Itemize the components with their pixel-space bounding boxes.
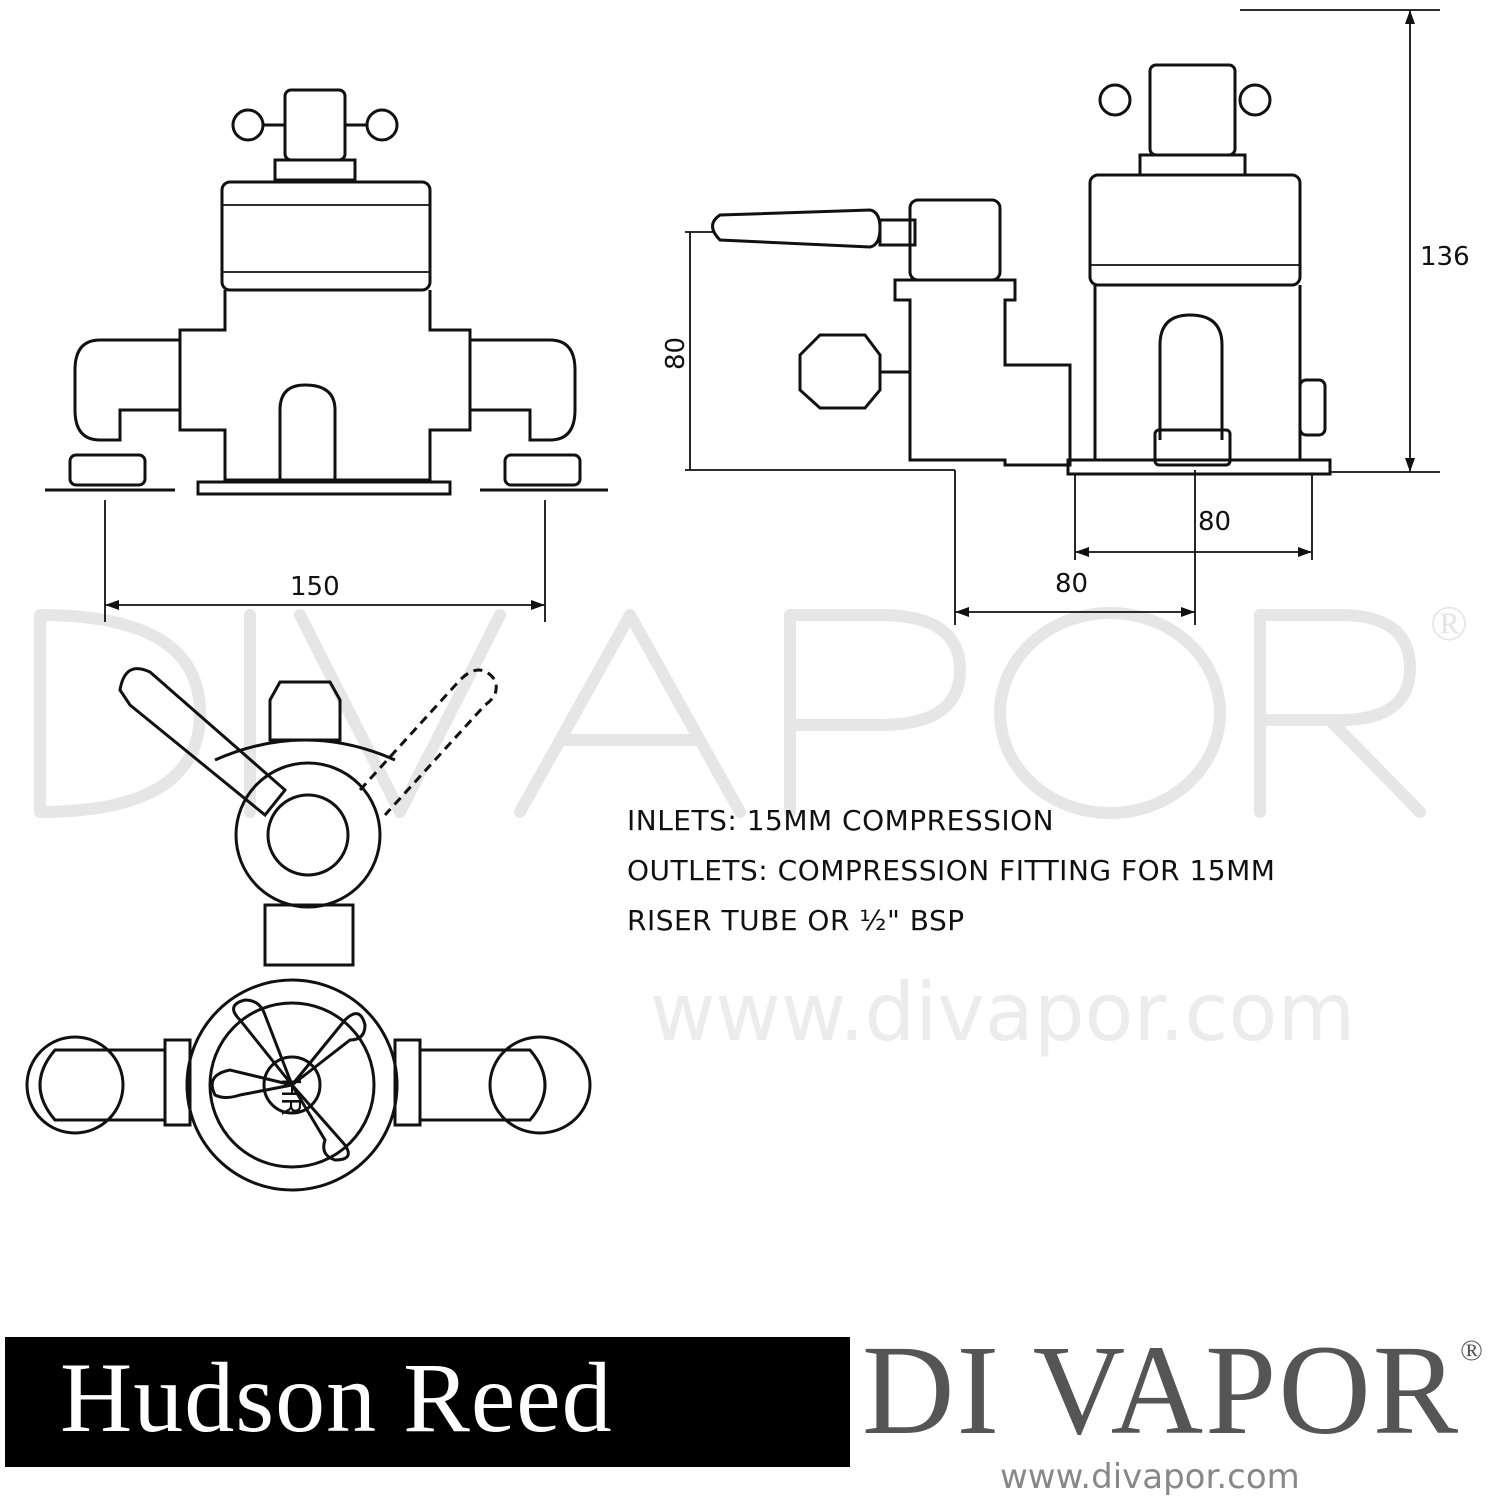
watermark-registered: ®	[1430, 595, 1468, 651]
hudson-reed-logo	[5, 1337, 850, 1467]
plan-cross-handle-spoke	[210, 1068, 293, 1099]
divapor-logo-text: DI VAPOR	[862, 1319, 1461, 1461]
plan-valve-outer-ring	[185, 978, 399, 1192]
plan-outlet-nut	[268, 680, 342, 742]
plan-view: HR	[25, 667, 592, 1192]
note-inlets: INLETS: 15MM COMPRESSION	[627, 804, 1054, 837]
front-inlet-elbow-left	[73, 338, 180, 442]
side-outlet-nut	[1153, 428, 1232, 467]
side-view: 80 136 80 80	[661, 9, 1470, 625]
front-body-upper	[220, 180, 432, 292]
plan-cross-handle-spoke	[290, 1012, 367, 1087]
plan-valve-inner-ring	[208, 1001, 376, 1169]
plan-diverter-outer-ring	[234, 761, 382, 909]
divapor-url: www.divapor.com	[1000, 1457, 1300, 1497]
divapor-registered-mark: ®	[1460, 1334, 1485, 1367]
front-inlet-nut-right	[503, 453, 582, 487]
note-riser: RISER TUBE OR ½" BSP	[627, 904, 965, 937]
plan-valve-side-left	[163, 1038, 192, 1127]
front-cap	[283, 88, 347, 162]
divapor-logo: DI VAPOR®	[862, 1326, 1485, 1454]
side-diverter-body	[893, 278, 1072, 467]
plan-cross-handle-spoke	[232, 998, 294, 1086]
side-body-upper	[1088, 173, 1302, 287]
dimension-line-front-width	[104, 500, 546, 622]
plan-cross-handle-spoke	[290, 1084, 350, 1162]
side-body-lower	[1093, 285, 1302, 462]
side-handle-ball-left	[1098, 83, 1132, 117]
plan-diverter-lever	[118, 667, 288, 818]
dimension-side-offset: 80	[1055, 569, 1088, 599]
front-outlet	[278, 383, 337, 480]
dimension-line-side-lever-height	[685, 231, 955, 471]
plan-cross-handle-hub	[262, 1055, 322, 1115]
watermark-brand	[34, 607, 1426, 819]
side-cap	[1148, 63, 1237, 157]
handle-hot-label: HR	[275, 1078, 305, 1116]
front-inlet-elbow-right	[470, 338, 577, 442]
side-lever-stem	[878, 218, 917, 247]
dimension-side-lever-height: 80	[661, 337, 691, 370]
dimension-side-body-depth: 80	[1198, 507, 1231, 537]
dimension-front-width: 150	[290, 572, 340, 602]
dimension-line-side-offset	[954, 470, 1196, 625]
side-outlet-pipe	[1158, 313, 1224, 440]
plan-valve-side-right	[393, 1038, 422, 1127]
plan-inlet-arm-right	[420, 1048, 547, 1122]
front-cap-collar	[273, 158, 357, 182]
front-base-plate-center	[196, 480, 452, 496]
plan-diverter-lever-alternate-position	[358, 668, 498, 817]
note-outlets: OUTLETS: COMPRESSION FITTING FOR 15MM	[627, 854, 1275, 887]
specification-notes: INLETS: 15MM COMPRESSION OUTLETS: COMPRE…	[627, 804, 1275, 937]
watermark-url: www.divapor.com	[650, 966, 1355, 1059]
dimension-side-total-height: 136	[1420, 242, 1470, 272]
plan-inlet-cap-left	[25, 1035, 125, 1135]
side-diverter-head	[908, 198, 1002, 282]
side-rear-fitting	[1298, 378, 1327, 437]
dimension-line-side-body-depth	[1074, 475, 1313, 560]
side-base-plate	[1066, 458, 1332, 476]
dimension-line-side-total-height	[1240, 9, 1440, 473]
front-view: 150	[45, 88, 608, 622]
plan-connector	[263, 903, 355, 967]
front-handle-ball-right	[365, 108, 399, 142]
plan-inlet-cap-right	[488, 1035, 592, 1135]
plan-inlet-arm-left	[38, 1048, 165, 1122]
front-inlet-nut-left	[68, 453, 147, 487]
plan-diverter-inner-ring	[266, 793, 350, 877]
front-body-lower	[178, 290, 472, 482]
side-compression-nut	[798, 333, 882, 410]
side-handle-ball-right	[1238, 83, 1272, 117]
front-handle-ball-left	[231, 108, 265, 142]
side-diverter-lever	[711, 208, 882, 249]
watermark: ® www.divapor.com	[34, 595, 1468, 1059]
side-cap-collar	[1138, 153, 1247, 177]
plan-rotation-arc	[214, 738, 396, 762]
hudson-reed-logo-text: Hudson Reed	[60, 1342, 613, 1453]
